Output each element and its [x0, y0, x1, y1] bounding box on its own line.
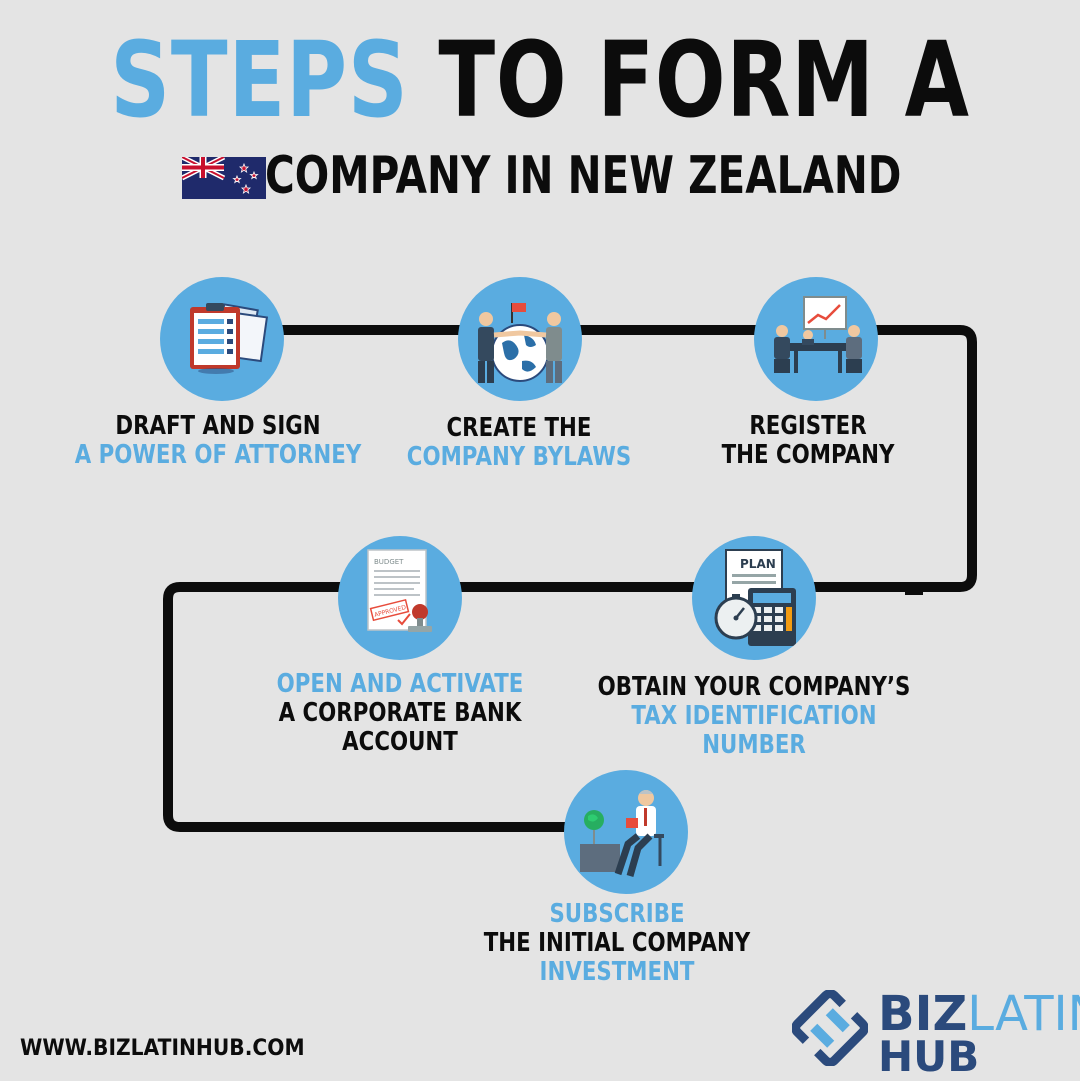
step-1-icon-circle	[160, 277, 284, 401]
budget-text: BUDGET	[374, 558, 404, 566]
step-4-label: OBTAIN YOUR COMPANY’S TAX IDENTIFICATION…	[597, 672, 911, 760]
tax-plan-calculator-icon: PLAN	[714, 549, 796, 646]
step-5-label: OPEN AND ACTIVATE A CORPORATE BANK ACCOU…	[276, 669, 524, 757]
step-1-label: DRAFT AND SIGN A POWER OF ATTORNEY	[74, 411, 362, 470]
step-6-icon-circle	[564, 770, 688, 894]
step-3-icon-circle	[754, 277, 878, 401]
biz-latin-hub-logo-icon	[792, 990, 868, 1066]
logo-hub-text: HUB	[878, 1032, 980, 1081]
plan-text: PLAN	[740, 557, 776, 571]
title-highlight: STEPS	[110, 19, 409, 141]
step-5-icon-circle: BUDGET APPROVED	[338, 536, 462, 660]
page-subtitle: COMPANY IN NEW ZEALAND	[265, 146, 902, 206]
business-meeting-icon	[774, 296, 862, 373]
step-6-label: SUBSCRIBE THE INITIAL COMPANY INVESTMENT	[483, 899, 751, 987]
clipboard-documents-icon	[190, 303, 269, 374]
step-2-label: CREATE THE COMPANY BYLAWS	[406, 413, 632, 472]
step-3-label: REGISTER THE COMPANY	[721, 411, 895, 470]
budget-approved-stamp-icon: BUDGET APPROVED	[367, 549, 432, 632]
page-title: STEPS TO FORM A	[108, 28, 972, 132]
website-link[interactable]: WWW.BIZLATINHUB.COM	[20, 1036, 305, 1061]
investor-reading-icon	[580, 790, 664, 877]
new-zealand-flag-icon	[182, 157, 266, 199]
logo-wordmark: BIZLATIN	[878, 986, 1080, 1042]
step-2-icon-circle	[458, 277, 582, 401]
title-rest: TO FORM A	[438, 19, 970, 141]
step-4-icon-circle: PLAN	[692, 536, 816, 660]
handshake-globe-icon	[478, 303, 562, 383]
